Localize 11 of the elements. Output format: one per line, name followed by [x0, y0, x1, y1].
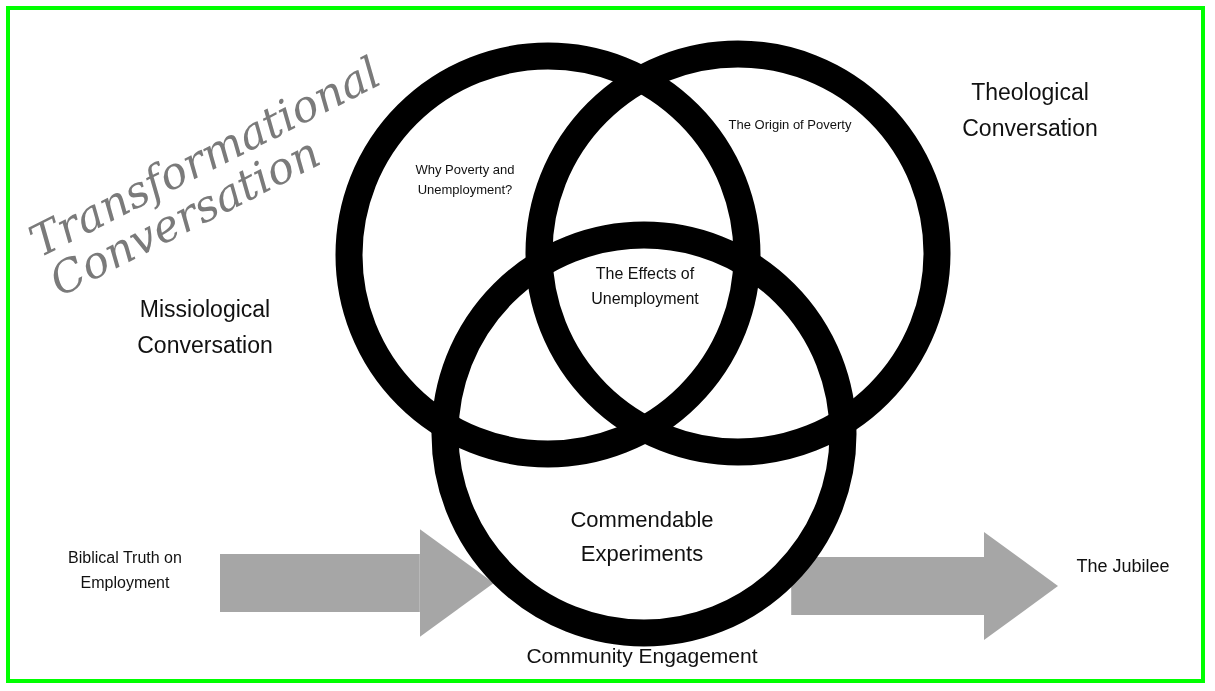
ring-heading: Theological Conversation — [961, 78, 1099, 143]
overlap-label: The Effects of Unemployment — [590, 264, 700, 309]
ring-label: Why Poverty and Unemployment? — [414, 161, 516, 200]
ring-label: The Origin of Poverty — [727, 116, 853, 134]
block-arrow — [791, 532, 1058, 640]
ring-heading: Community Engagement — [525, 643, 759, 669]
ring-heading: Missiological Conversation — [136, 295, 274, 360]
block-arrow — [220, 529, 494, 637]
ring-label: Commendable Experiments — [569, 506, 715, 569]
text-label: The Jubilee — [1058, 553, 1188, 581]
text-label: Biblical Truth on Employment — [30, 546, 220, 596]
